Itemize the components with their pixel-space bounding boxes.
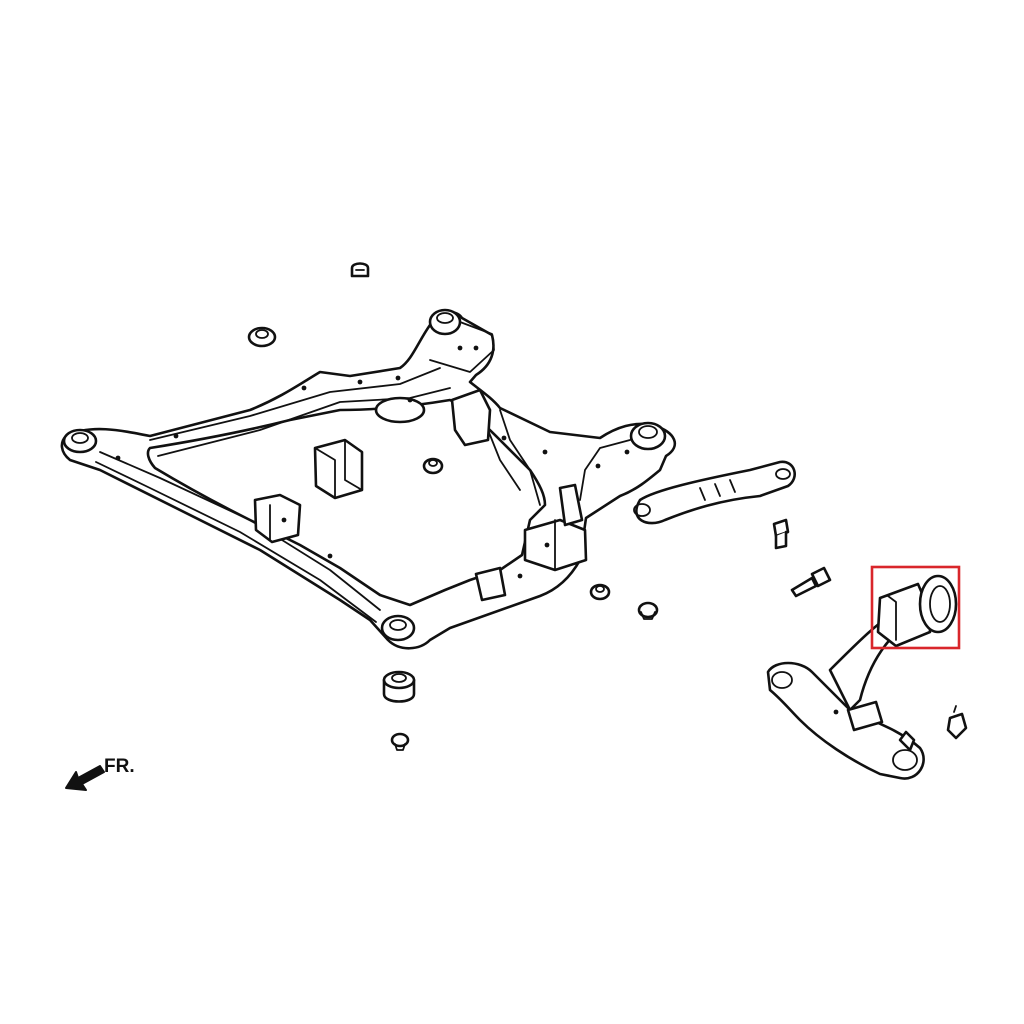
- center-nut-b: [637, 601, 659, 620]
- lower-control-arm: [766, 574, 958, 780]
- top-clip: [350, 262, 370, 278]
- left-upper-bushing-washer: [247, 326, 277, 348]
- horizontal-bolt: [790, 566, 832, 598]
- direction-label: FR.: [104, 756, 135, 777]
- front-direction-indicator: FR.: [65, 756, 135, 791]
- front-subframe: [60, 308, 677, 650]
- lower-bushing-collar: [382, 670, 416, 703]
- ball-joint-stud: [946, 705, 968, 740]
- vertical-bolt: [772, 518, 790, 550]
- highlight-box: [870, 565, 961, 650]
- lower-bolt-cap: [390, 732, 410, 751]
- arrow-left-down-icon: [65, 765, 105, 791]
- rear-control-link: [633, 460, 796, 525]
- center-nut-a: [589, 583, 611, 601]
